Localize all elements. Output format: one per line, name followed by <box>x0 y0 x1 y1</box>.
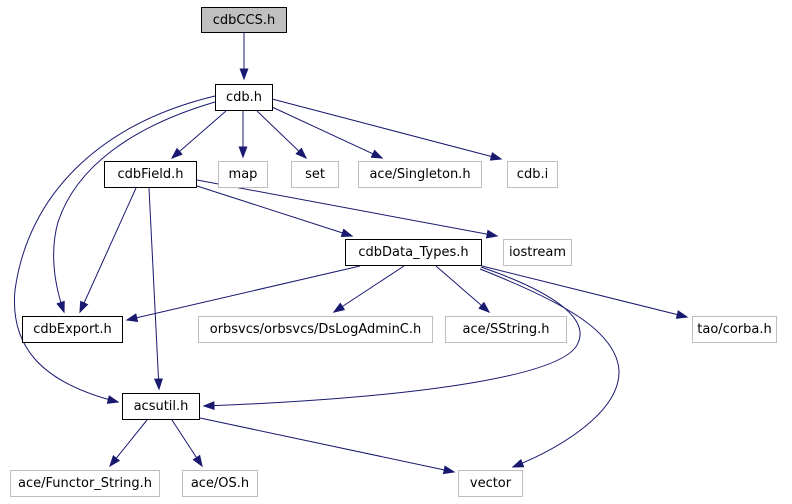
edge-cdbdata-to-vector <box>479 268 620 468</box>
node-cdbi: cdb.i <box>507 161 558 188</box>
edge-acsutil-to-functor <box>109 419 148 468</box>
node-acsutil[interactable]: acsutil.h <box>122 393 200 420</box>
node-sstring: ace/SString.h <box>445 316 567 343</box>
node-vector: vector <box>458 470 523 497</box>
edge-cdbdata-to-cdbexport <box>125 265 361 323</box>
edge-acsutil-to-vector <box>199 417 456 475</box>
edge-cdb-to-cdbfield <box>170 110 227 159</box>
edge-cdbfield-to-acsutil <box>148 187 163 391</box>
edge-cdbfield-to-cdbexport <box>79 187 137 314</box>
node-functor: ace/Functor_String.h <box>10 470 160 497</box>
edge-cdbdata-to-corba <box>481 265 689 319</box>
node-aceos: ace/OS.h <box>182 470 258 497</box>
node-cdbfield[interactable]: cdbField.h <box>104 161 197 188</box>
edge-cdbfield-to-iostream <box>196 179 499 239</box>
edge-cdbdata-to-acsutil <box>202 266 581 411</box>
edge-cdbfield-to-cdbdata <box>196 185 354 238</box>
node-corba: tao/corba.h <box>692 316 777 343</box>
edge-cdb-to-set <box>256 110 308 160</box>
edge-cdb-to-acsutil <box>13 95 216 404</box>
edge-cdb-to-cdbexport <box>53 101 216 314</box>
node-map: map <box>218 161 268 188</box>
edge-cdb-to-cdbi <box>271 98 503 161</box>
node-iostream: iostream <box>503 239 572 266</box>
edge-cdb-to-singleton <box>271 106 384 159</box>
node-dslog: orbsvcs/orbsvcs/DsLogAdminC.h <box>198 316 433 343</box>
node-set: set <box>291 161 339 188</box>
edge-cdbdata-to-sstring <box>435 265 491 313</box>
edge-group <box>13 33 689 475</box>
edge-cdbdata-to-dslog <box>332 265 405 313</box>
node-singleton: ace/Singleton.h <box>358 161 482 188</box>
node-cdb[interactable]: cdb.h <box>215 84 273 111</box>
node-cdbdata[interactable]: cdbData_Types.h <box>345 239 482 266</box>
node-cdbexport[interactable]: cdbExport.h <box>22 316 123 343</box>
edge-acsutil-to-aceos <box>171 419 203 468</box>
node-cdbccs[interactable]: cdbCCS.h <box>201 7 287 33</box>
